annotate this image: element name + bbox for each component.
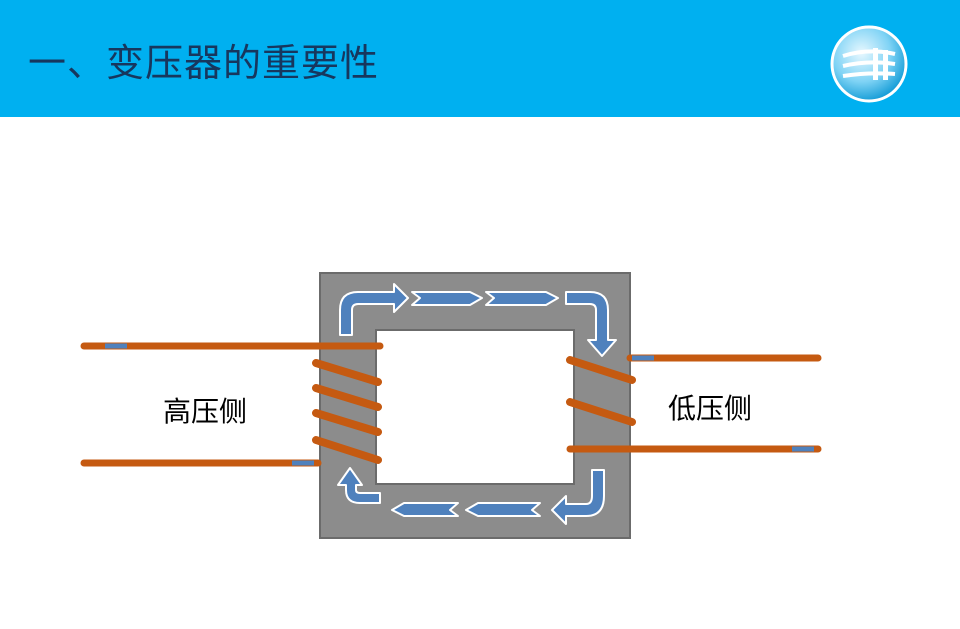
low-voltage-side-label: 低压侧 [668, 392, 753, 425]
transformer-diagram [80, 272, 822, 539]
flux-arrow [411, 291, 483, 306]
magnetic-flux-arrows [337, 283, 617, 525]
flux-arrow [339, 283, 409, 336]
low-voltage-winding [566, 354, 822, 453]
flux-arrow [465, 502, 541, 517]
high-voltage-side-label: 高压侧 [163, 395, 248, 428]
high-voltage-winding [80, 342, 384, 467]
flux-arrow [485, 291, 559, 306]
header-bar: 一、变压器的重要性 [0, 0, 960, 117]
circular-logo-icon [830, 25, 908, 103]
flux-arrow [565, 291, 617, 357]
flux-arrow [337, 467, 381, 504]
page-title: 一、变压器的重要性 [28, 41, 380, 85]
flux-arrow [551, 469, 605, 525]
flux-arrow [391, 502, 459, 517]
